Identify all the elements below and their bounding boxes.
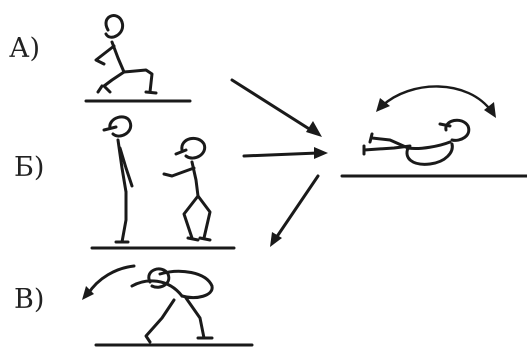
figure-v-bend bbox=[82, 266, 252, 345]
head-lying bbox=[446, 120, 469, 140]
head-a bbox=[106, 16, 123, 38]
figure-a-squat bbox=[86, 16, 190, 101]
lower-leg-lying bbox=[364, 146, 410, 150]
back-leg-a bbox=[104, 72, 124, 92]
convergence-arrows bbox=[232, 80, 328, 247]
curled-body bbox=[407, 142, 452, 164]
back-leg-v bbox=[146, 300, 174, 342]
front-foot-a bbox=[146, 92, 156, 93]
curved-arrow-v bbox=[88, 266, 134, 294]
arrow-from-a bbox=[232, 80, 314, 132]
back-leg-b-squat bbox=[184, 196, 198, 238]
arm-b-squat bbox=[164, 168, 194, 176]
front-leg-v bbox=[186, 298, 204, 338]
figure-b-stand-squat bbox=[92, 117, 234, 248]
head-b-squat bbox=[182, 138, 205, 158]
cap-lying bbox=[440, 124, 450, 126]
leg-b-standing bbox=[122, 192, 126, 242]
arrowhead-from-a bbox=[306, 121, 322, 137]
arm-a bbox=[96, 46, 114, 64]
front-leg-b-squat bbox=[198, 196, 210, 238]
back-foot-a bbox=[98, 86, 102, 92]
arrowhead-from-b bbox=[314, 147, 328, 159]
arrow-to-v bbox=[276, 176, 318, 238]
figure-lying bbox=[342, 86, 527, 176]
rocking-arc bbox=[382, 86, 492, 112]
arrow-from-b bbox=[244, 153, 318, 156]
feet-b-squat bbox=[188, 238, 210, 240]
cap-b-standing bbox=[104, 127, 116, 130]
front-leg-a bbox=[124, 70, 152, 92]
cap-b-squat bbox=[176, 150, 186, 154]
